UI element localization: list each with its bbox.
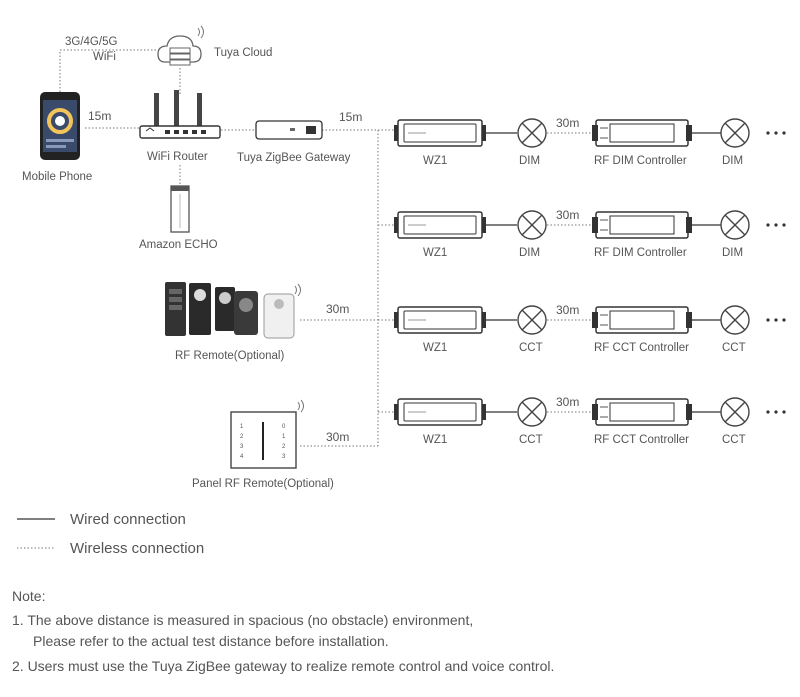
- wz1-label: WZ1: [423, 342, 447, 354]
- lamp-icon: [720, 305, 750, 335]
- controller-label: RF CCT Controller: [594, 434, 689, 446]
- output-row: WZ1 DIM 30m RF DIM Controller DIM: [393, 116, 786, 167]
- lamp-icon: [720, 118, 750, 148]
- note-line-1b: Please refer to the actual test distance…: [33, 633, 389, 649]
- rf-controller-icon: [591, 211, 693, 239]
- panel-remote-icon: 1 2 3 4 0 1 2 3: [230, 399, 304, 469]
- load-label: DIM: [722, 247, 743, 259]
- rf-remote-distance: 30m: [326, 302, 349, 316]
- load-label: CCT: [519, 342, 543, 354]
- panel-digit-6: 1: [282, 434, 286, 440]
- cloud-networks-label: 3G/4G/5G: [65, 36, 117, 48]
- mobile-phone-label: Mobile Phone: [22, 171, 92, 183]
- load-label: CCT: [519, 434, 543, 446]
- output-row: WZ1 DIM 30m RF DIM Controller DIM: [393, 208, 786, 259]
- row-distance: 30m: [556, 116, 579, 130]
- note-heading: Note:: [12, 588, 46, 604]
- note-line-1: 1. The above distance is measured in spa…: [12, 612, 474, 628]
- gateway-label: Tuya ZigBee Gateway: [237, 152, 351, 164]
- more-dot: [774, 223, 778, 227]
- wz1-module-icon: [393, 211, 487, 239]
- lamp-icon: [517, 305, 547, 335]
- rf-controller-icon: [591, 398, 693, 426]
- wz1-label: WZ1: [423, 434, 447, 446]
- more-dot: [782, 318, 786, 322]
- panel-digit-4: 4: [240, 454, 244, 460]
- lamp-icon: [517, 118, 547, 148]
- row-distance: 30m: [556, 303, 579, 317]
- rf-controller-icon: [591, 119, 693, 147]
- controller-label: RF CCT Controller: [594, 342, 689, 354]
- panel-digit-8: 3: [282, 454, 286, 460]
- panel-digit-7: 2: [282, 444, 286, 450]
- lamp-icon: [517, 397, 547, 427]
- panel-digit-1: 1: [240, 424, 244, 430]
- cloud-icon: [157, 25, 204, 66]
- wireless-links: [59, 49, 592, 447]
- load-label: CCT: [722, 342, 746, 354]
- phone-router-distance: 15m: [88, 109, 111, 123]
- gateway-icon: [255, 120, 323, 140]
- legend-wireless-label: Wireless connection: [70, 540, 204, 557]
- more-dot: [766, 410, 770, 414]
- panel-digit-2: 2: [240, 434, 244, 440]
- note-line-2: 2. Users must use the Tuya ZigBee gatewa…: [12, 658, 555, 674]
- legend: Wired connection Wireless connection: [17, 511, 204, 557]
- wz1-label: WZ1: [423, 155, 447, 167]
- more-dot: [774, 318, 778, 322]
- rf-remote-icon: [165, 282, 301, 339]
- row-distance: 30m: [556, 208, 579, 222]
- gateway-bus-distance: 15m: [339, 110, 362, 124]
- lamp-icon: [517, 210, 547, 240]
- more-dot: [782, 131, 786, 135]
- panel-digit-3: 3: [240, 444, 244, 450]
- more-dot: [766, 318, 770, 322]
- phone-icon: [40, 92, 80, 160]
- amazon-echo-label: Amazon ECHO: [139, 239, 218, 251]
- more-dot: [782, 223, 786, 227]
- panel-remote-label: Panel RF Remote(Optional): [192, 478, 334, 490]
- wz1-module-icon: [393, 398, 487, 426]
- echo-icon: [170, 185, 190, 233]
- controller-label: RF DIM Controller: [594, 247, 687, 259]
- load-label: CCT: [722, 434, 746, 446]
- panel-digit-5: 0: [282, 424, 286, 430]
- more-dot: [766, 223, 770, 227]
- row-distance: 30m: [556, 395, 579, 409]
- controller-label: RF DIM Controller: [594, 155, 687, 167]
- rf-remote-label: RF Remote(Optional): [175, 350, 284, 362]
- wifi-router-label: WiFi Router: [147, 151, 208, 163]
- more-dot: [766, 131, 770, 135]
- more-dot: [774, 410, 778, 414]
- output-row: WZ1 CCT 30m RF CCT Controller CCT: [393, 395, 786, 446]
- rf-controller-icon: [591, 306, 693, 334]
- more-dot: [782, 410, 786, 414]
- more-dot: [774, 131, 778, 135]
- load-label: DIM: [519, 155, 540, 167]
- load-label: DIM: [519, 247, 540, 259]
- output-row: WZ1 CCT 30m RF CCT Controller CCT: [393, 303, 786, 354]
- lamp-icon: [720, 210, 750, 240]
- router-icon: [139, 90, 221, 139]
- legend-wired-label: Wired connection: [70, 511, 186, 528]
- wz1-label: WZ1: [423, 247, 447, 259]
- tuya-cloud-label: Tuya Cloud: [214, 47, 272, 59]
- wz1-module-icon: [393, 119, 487, 147]
- lamp-icon: [720, 397, 750, 427]
- cloud-wifi-label: WiFi: [93, 51, 116, 63]
- panel-remote-distance: 30m: [326, 430, 349, 444]
- wz1-module-icon: [393, 306, 487, 334]
- load-label: DIM: [722, 155, 743, 167]
